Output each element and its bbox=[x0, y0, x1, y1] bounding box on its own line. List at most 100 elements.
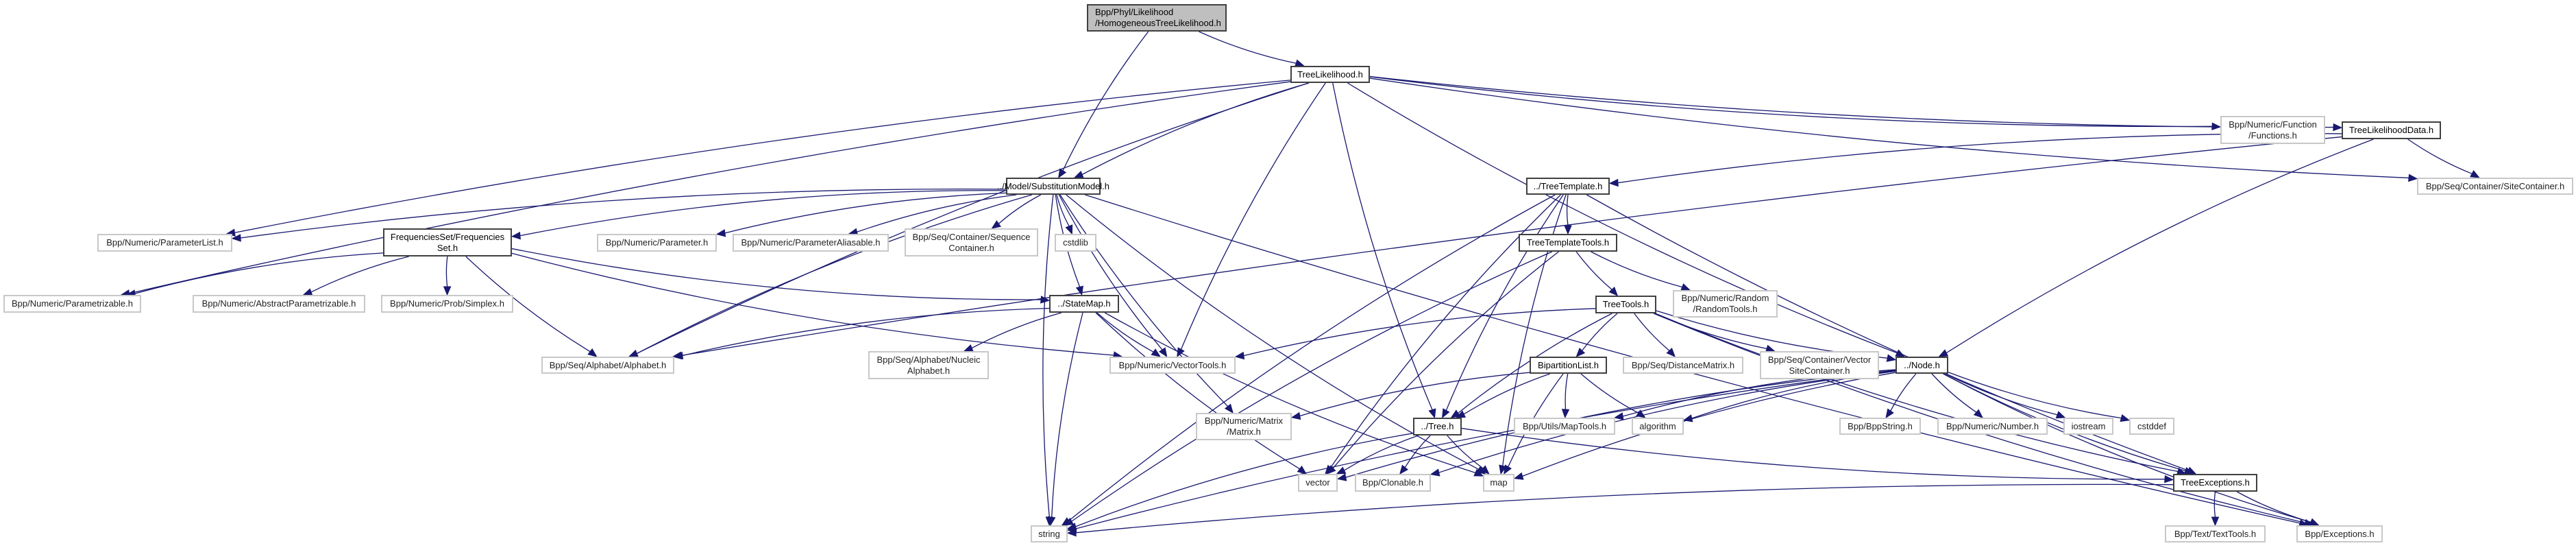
edge-node-to-exc bbox=[1943, 373, 2311, 523]
edge-freq-to-alpha bbox=[465, 256, 591, 352]
edge-statemap-to-nalpha bbox=[971, 312, 1062, 349]
edge-sm-to-alpha bbox=[636, 194, 1033, 355]
edge-tl-to-alpha bbox=[636, 82, 1310, 355]
arrowhead-icon-tld-to-node bbox=[1938, 349, 1949, 357]
arrowhead-icon-statemap-to-nalpha bbox=[963, 344, 974, 352]
arrowhead-icon-node-to-algo bbox=[1682, 414, 1693, 422]
edge-node-to-bppstr bbox=[1890, 373, 1917, 411]
edge-tt-to-ttt bbox=[1566, 194, 1569, 226]
graph-node-treetools[interactable]: TreeTools.h bbox=[1595, 296, 1656, 313]
graph-node-statemap[interactable]: ../StateMap.h bbox=[1049, 295, 1119, 313]
edge-bip-to-matrix bbox=[1299, 372, 1530, 417]
edge-tl-to-node bbox=[1347, 82, 1898, 354]
arrowhead-icon-treetools-to-dist bbox=[1666, 347, 1676, 357]
edge-sm-to-cstdlib bbox=[1056, 194, 1070, 227]
arrowhead-icon-tl-to-tld bbox=[2333, 123, 2343, 132]
arrowhead-icon-tt-to-tree bbox=[1441, 408, 1450, 419]
edge-node-to-map bbox=[1522, 372, 1896, 477]
arrowhead-icon-sm-to-freq bbox=[511, 231, 521, 240]
graph-node-texc[interactable]: TreeExceptions.h bbox=[2173, 474, 2257, 492]
arrowhead-icon-sm-to-alpha bbox=[628, 350, 639, 357]
graph-node-tld[interactable]: TreeLikelihoodData.h bbox=[2342, 121, 2441, 139]
graph-node-pz: Bpp/Numeric/Parametrizable.h bbox=[3, 295, 141, 313]
edge-tree-to-clonable bbox=[1404, 435, 1431, 468]
edge-node-to-iostream bbox=[1945, 373, 2058, 416]
edge-texc-to-texttools bbox=[2213, 491, 2216, 518]
graph-node-cstdlib: cstdlib bbox=[1055, 234, 1096, 252]
arrowhead-icon-statemap-to-vector bbox=[1297, 465, 1308, 475]
edge-tld-to-node bbox=[1946, 139, 2374, 354]
graph-node-bip[interactable]: BipartitionList.h bbox=[1530, 357, 1607, 374]
edge-sm-to-palias bbox=[857, 194, 1017, 232]
arrowhead-icon-treetools-to-vtools bbox=[1234, 351, 1245, 360]
graph-node-map: map bbox=[1483, 474, 1514, 492]
arrowhead-icon-statemap-to-map bbox=[1473, 468, 1484, 477]
edge-ttt-to-vector bbox=[1332, 251, 1559, 469]
arrowhead-icon-tt-to-ttt bbox=[1564, 225, 1572, 235]
graph-node-iostream: iostream bbox=[2063, 418, 2113, 435]
graph-node-random: Bpp/Numeric/Random /RandomTools.h bbox=[1673, 290, 1778, 318]
arrowhead-icon-texc-to-texttools bbox=[2211, 516, 2220, 527]
graph-node-plist: Bpp/Numeric/ParameterList.h bbox=[97, 234, 232, 252]
edge-sm-to-freq bbox=[519, 190, 1007, 237]
arrowhead-icon-node-to-bppstr bbox=[1885, 408, 1894, 419]
edge-treetools-to-dist bbox=[1634, 313, 1670, 351]
arrowhead-icon-tl-to-sitec bbox=[2408, 174, 2418, 182]
graph-node-tree[interactable]: ../Tree.h bbox=[1413, 418, 1462, 435]
edge-ttt-to-random bbox=[1591, 251, 1682, 288]
edge-tl-to-func bbox=[1369, 76, 2213, 128]
arrowhead-icon-tld-to-sitec bbox=[2470, 170, 2480, 178]
graph-node-string: string bbox=[1031, 525, 1068, 542]
arrowhead-icon-statemap-to-alpha bbox=[673, 351, 684, 360]
graph-node-apz: Bpp/Numeric/AbstractParametrizable.h bbox=[193, 295, 365, 313]
arrowhead-icon-tl-to-sm bbox=[1073, 170, 1084, 178]
edge-statemap-to-vector bbox=[1095, 312, 1300, 470]
edge-node-to-cstddef bbox=[1948, 372, 2122, 419]
arrowhead-icon-bip-to-map bbox=[1504, 464, 1512, 475]
graph-node-vsc: Bpp/Seq/Container/Vector SiteContainer.h bbox=[1760, 351, 1879, 379]
graph-node-ttt[interactable]: TreeTemplateTools.h bbox=[1519, 234, 1617, 252]
edge-tree-to-texc bbox=[1461, 427, 2166, 480]
edge-node-to-clonable bbox=[1438, 370, 1896, 473]
graph-node-nalpha: Bpp/Seq/Alphabet/Nucleic Alphabet.h bbox=[868, 351, 989, 379]
arrowhead-icon-freq-to-alpha bbox=[587, 348, 598, 357]
edge-statemap-to-vtools bbox=[1096, 312, 1154, 352]
graph-node-root[interactable]: Bpp/Phyl/Likelihood /HomogeneousTreeLike… bbox=[1087, 4, 1227, 32]
edge-freq-to-simplex bbox=[445, 256, 448, 287]
edge-tree-to-string bbox=[1075, 433, 1414, 527]
edge-node-to-number bbox=[1931, 373, 1977, 413]
graph-node-node[interactable]: ../Node.h bbox=[1896, 357, 1948, 374]
arrowhead-icon-sm-to-seqc bbox=[991, 220, 1001, 229]
graph-node-freq[interactable]: FrequenciesSet/Frequencies Set.h bbox=[383, 228, 512, 256]
edge-bip-to-maptools bbox=[1565, 373, 1569, 410]
arrowhead-icon-tt-to-map bbox=[1499, 464, 1507, 475]
edge-sm-to-plist bbox=[240, 189, 1007, 239]
graph-node-func: Bpp/Numeric/Function /Functions.h bbox=[2220, 116, 2325, 144]
arrowhead-icon-ttt-to-string bbox=[1064, 517, 1075, 526]
edge-tl-to-sm bbox=[1081, 82, 1310, 176]
edge-treetools-to-vsc bbox=[1654, 313, 1767, 350]
edge-freq-to-pz bbox=[134, 252, 384, 294]
arrowhead-icon-statemap-to-vtools bbox=[1151, 348, 1162, 357]
graph-node-sitec: Bpp/Seq/Container/SiteContainer.h bbox=[2417, 178, 2573, 195]
arrowhead-icon-root-to-sm bbox=[1058, 168, 1067, 179]
edge-root-to-sm bbox=[1062, 31, 1149, 171]
edge-node-to-string bbox=[1075, 370, 1896, 529]
edge-statemap-to-string bbox=[1051, 312, 1083, 518]
arrowhead-icon-tl-to-tree bbox=[1428, 408, 1436, 419]
arrowhead-icon-ttt-to-treetools bbox=[1608, 286, 1619, 296]
graph-node-cstddef: cstddef bbox=[2129, 418, 2174, 435]
graph-node-simplex: Bpp/Numeric/Prob/Simplex.h bbox=[381, 295, 513, 313]
edge-freq-to-statemap bbox=[511, 248, 1042, 300]
graph-node-seqc: Bpp/Seq/Container/Sequence Container.h bbox=[905, 228, 1038, 256]
edge-statemap-to-map bbox=[1104, 312, 1476, 473]
graph-node-sm[interactable]: ../Model/SubstitutionModel.h bbox=[997, 178, 1109, 195]
edge-tree-to-map bbox=[1447, 435, 1484, 469]
arrowhead-icon-node-to-iostream bbox=[2055, 411, 2066, 419]
graph-node-alpha: Bpp/Seq/Alphabet/Alphabet.h bbox=[541, 357, 674, 374]
graph-node-tl[interactable]: TreeLikelihood.h bbox=[1290, 66, 1370, 83]
arrowhead-icon-node-to-vector bbox=[1336, 473, 1347, 481]
edge-tl-to-tld bbox=[1369, 75, 2334, 128]
graph-node-tt[interactable]: ../TreeTemplate.h bbox=[1526, 178, 1610, 195]
